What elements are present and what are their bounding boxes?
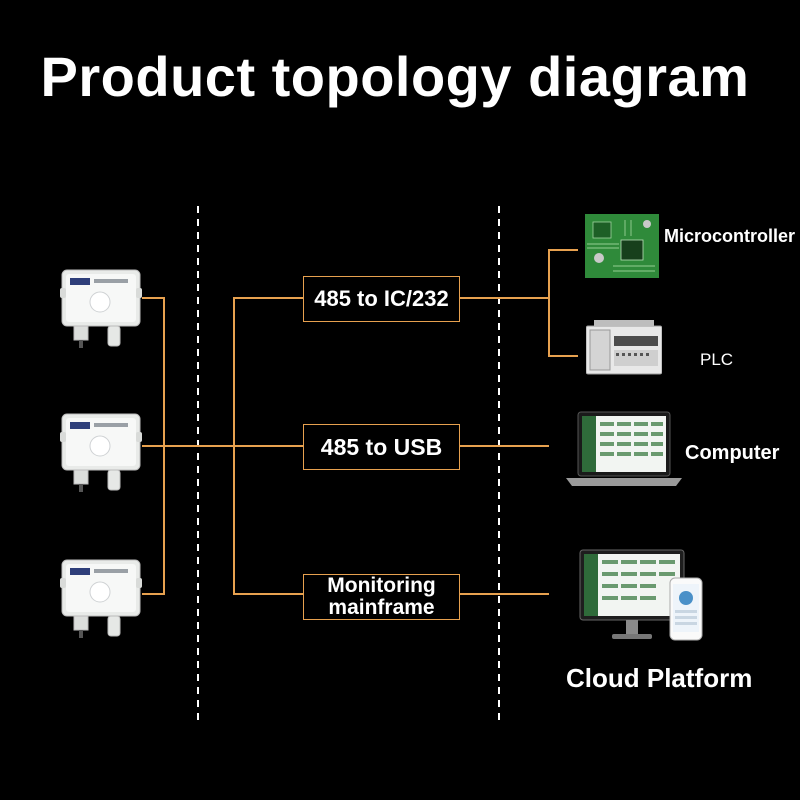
page-title: Product topology diagram [40, 45, 750, 108]
cloud-platform-label: Cloud Platform [566, 663, 753, 693]
plc-icon [586, 320, 662, 375]
monitoring-label-line2: mainframe [328, 596, 435, 619]
laptop-computer-icon [566, 411, 682, 486]
sensor-device-2 [60, 413, 142, 492]
plc-label: PLC [700, 350, 734, 369]
monitoring-label-line1: Monitoring [327, 573, 436, 597]
sensor-device-1 [60, 269, 142, 348]
sensor-device-3 [60, 559, 142, 638]
microcontroller-board-icon [585, 214, 659, 278]
converter-monitoring-mainframe: Monitoring mainframe [303, 574, 460, 620]
microcontroller-label: Microcontroller [664, 226, 796, 246]
converter-485-to-ic232: 485 to IC/232 [303, 276, 460, 322]
converter-485-to-usb: 485 to USB [303, 424, 460, 470]
cloud-platform-icon [579, 549, 703, 641]
computer-label: Computer [685, 442, 780, 464]
